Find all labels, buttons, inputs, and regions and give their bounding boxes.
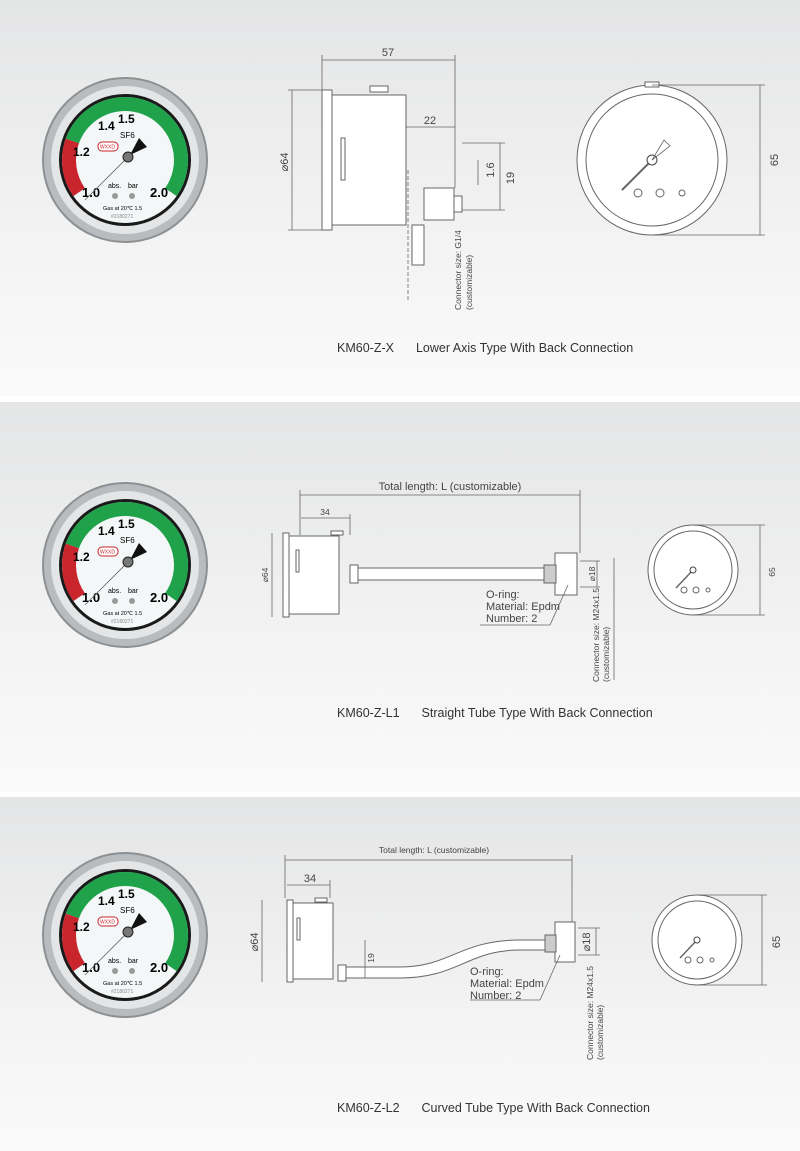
tick-label: 1.2 <box>73 550 90 564</box>
tick-label: 2.0 <box>150 590 168 605</box>
green-zone <box>65 502 188 602</box>
model-code: KM60-Z-L1 <box>337 706 400 720</box>
oring-label: O-ring: <box>470 966 504 978</box>
tick-label: 1.4 <box>98 524 115 538</box>
needle <box>84 929 131 976</box>
caption-lower-axis: KM60-Z-X Lower Axis Type With Back Connec… <box>337 341 633 355</box>
unit-right: bar <box>128 588 139 595</box>
connector-size: Connector size: G1/4 <box>453 230 463 310</box>
tick-label: 1.5 <box>118 112 135 126</box>
brand-logo: WXXD <box>100 550 115 556</box>
serial-number: #2180271 <box>111 214 133 220</box>
caption-curved-tube: KM60-Z-L2 Curved Tube Type With Back Conn… <box>337 1101 650 1115</box>
gauge-note: Gas at 20℃ 1.5 <box>103 206 142 212</box>
pressure-gauge-photo: 1.0 1.2 1.4 1.5 2.0 SF6 WXXD abs. bar Ga… <box>42 77 208 243</box>
dim-height: 19 <box>505 172 517 184</box>
gauge-note: Gas at 20℃ 1.5 <box>103 981 142 987</box>
connector-size: Connector size: M24x1.5 <box>591 588 601 682</box>
connector-note: (customizable) <box>595 1005 605 1060</box>
dim-width: 34 <box>320 507 330 517</box>
brand-logo: WXXD <box>100 920 115 926</box>
gas-label: SF6 <box>120 906 135 915</box>
dim-front: 65 <box>769 154 781 166</box>
pressure-gauge-photo: 1.0 1.2 1.4 1.5 2.0 SF6 WXXD abs. bar Ga… <box>42 482 208 648</box>
dim-width: 34 <box>304 873 316 885</box>
unit-right: bar <box>128 958 139 965</box>
tick-label: 1.0 <box>82 590 100 605</box>
model-code: KM60-Z-L2 <box>337 1101 400 1115</box>
dim-depth: 22 <box>424 115 436 127</box>
needle <box>84 559 131 606</box>
tick-label: 1.2 <box>73 145 90 159</box>
unit-right: bar <box>128 183 139 190</box>
dim-front: 65 <box>767 567 777 577</box>
tick-label: 1.4 <box>98 119 115 133</box>
pressure-gauge-photo: 1.0 1.2 1.4 1.5 2.0 SF6 WXXD abs. bar Ga… <box>42 852 208 1018</box>
model-code: KM60-Z-X <box>337 341 394 355</box>
brand-logo: WXXD <box>100 145 115 151</box>
dim-diameter: ⌀64 <box>260 567 270 582</box>
front-view-curved-tube: 65 <box>651 894 783 986</box>
unit-left: abs. <box>108 958 121 965</box>
connector-note: (customizable) <box>601 627 611 682</box>
oring-number: Number: 2 <box>470 990 521 1002</box>
front-view-lower-axis: 65 <box>576 81 781 236</box>
side-view-lower-axis: 57 22 ⌀64 1.6 19 Connector size: G1/4 (c… <box>279 47 517 310</box>
red-zone <box>62 138 86 197</box>
dim-nut: ⌀18 <box>581 933 593 952</box>
oring-label: O-ring: <box>486 589 520 601</box>
side-view-straight-tube: Total length: L (customizable) 34 ⌀64 ⌀1… <box>260 481 615 682</box>
green-zone <box>65 872 188 972</box>
oring-material: Material: Epdm <box>470 978 544 990</box>
tick-label: 2.0 <box>150 185 168 200</box>
connector-size: Connector size: M24x1.5 <box>585 966 595 1060</box>
dim-width: 57 <box>382 47 394 59</box>
green-zone <box>65 97 188 197</box>
model-title: Straight Tube Type With Back Connection <box>421 706 653 720</box>
dim-offset: 19 <box>366 953 376 963</box>
dim-diameter: ⌀64 <box>249 933 261 952</box>
tick-label: 1.5 <box>118 887 135 901</box>
dim-diameter: ⌀64 <box>279 153 291 172</box>
oring-number: Number: 2 <box>486 613 537 625</box>
dim-nut: ⌀18 <box>587 566 597 581</box>
gauge-note: Gas at 20℃ 1.5 <box>103 611 142 617</box>
dim-total-length: Total length: L (customizable) <box>379 845 489 855</box>
oring-material: Material: Epdm <box>486 601 560 613</box>
dim-front: 65 <box>771 936 783 948</box>
connector-note: (customizable) <box>464 255 474 310</box>
red-zone <box>62 543 86 602</box>
tick-label: 2.0 <box>150 960 168 975</box>
gas-label: SF6 <box>120 536 135 545</box>
needle <box>84 154 131 201</box>
unit-left: abs. <box>108 588 121 595</box>
tick-label: 1.0 <box>82 185 100 200</box>
serial-number: #2180271 <box>111 989 133 995</box>
unit-left: abs. <box>108 183 121 190</box>
model-title: Curved Tube Type With Back Connection <box>421 1101 650 1115</box>
front-view-straight-tube: 65 <box>647 524 777 616</box>
caption-straight-tube: KM60-Z-L1 Straight Tube Type With Back Co… <box>337 706 653 720</box>
tick-label: 1.4 <box>98 894 115 908</box>
model-title: Lower Axis Type With Back Connection <box>415 341 634 355</box>
tick-label: 1.2 <box>73 920 90 934</box>
dim-tip: 1.6 <box>485 162 497 177</box>
red-zone <box>62 913 86 972</box>
serial-number: #2180271 <box>111 619 133 625</box>
tick-label: 1.5 <box>118 517 135 531</box>
dim-total-length: Total length: L (customizable) <box>379 481 522 493</box>
gas-label: SF6 <box>120 131 135 140</box>
tick-label: 1.0 <box>82 960 100 975</box>
side-view-curved-tube: Total length: L (customizable) 34 ⌀64 19… <box>249 845 605 1060</box>
